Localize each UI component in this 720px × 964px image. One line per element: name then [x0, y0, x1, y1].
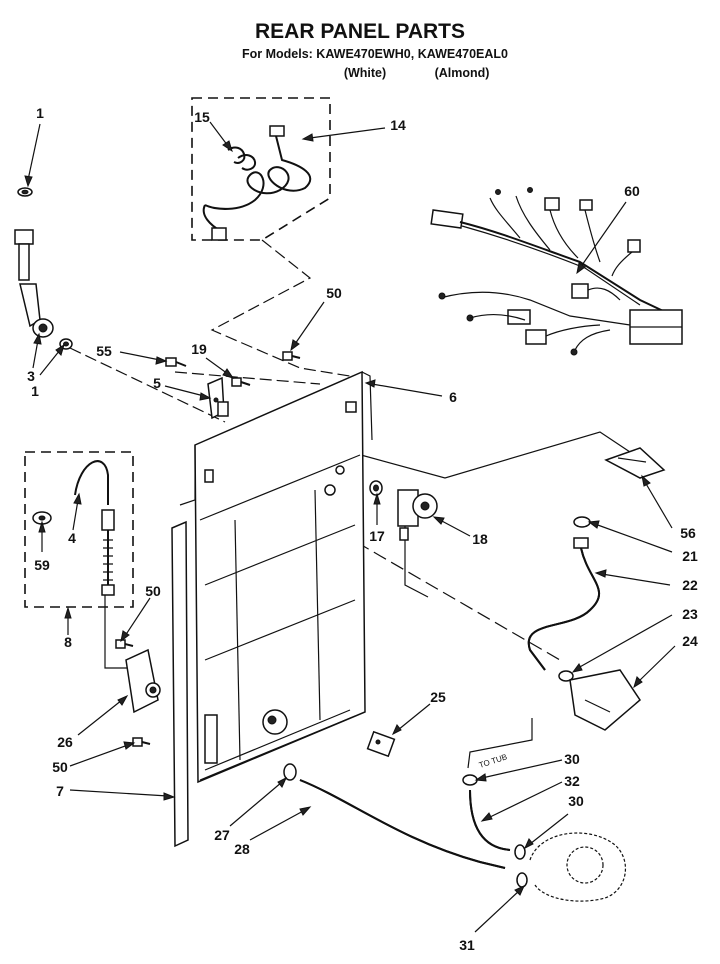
callout-7: 7	[56, 783, 64, 799]
part-19-screw	[231, 377, 251, 387]
part-21-clamp	[573, 516, 591, 528]
part-23-clamp	[558, 670, 574, 682]
part-27-clamp	[283, 763, 297, 781]
callout-22: 22	[682, 577, 698, 593]
callout-59: 59	[34, 557, 50, 573]
callout-32: 32	[564, 773, 580, 789]
callout-55: 55	[96, 343, 112, 359]
callout-18: 18	[472, 531, 488, 547]
callout-3: 3	[27, 368, 35, 384]
callout-50-mid: 50	[145, 583, 161, 599]
part-55-screw	[165, 357, 187, 367]
part-50-screw-low	[132, 737, 151, 747]
part-15-clip	[227, 146, 257, 171]
part-3-inlet-fitting	[14, 229, 54, 338]
page-title: REAR PANEL PARTS	[255, 20, 465, 43]
to-tub-label: TO TUB	[478, 752, 508, 770]
part-50-screw-mid	[115, 639, 134, 649]
callout-50-top: 50	[326, 285, 342, 301]
callout-1-top: 1	[36, 105, 44, 121]
color-white-label: (White)	[344, 66, 386, 80]
fill-hose-group-box	[24, 451, 134, 608]
callout-27: 27	[214, 827, 230, 843]
callout-24: 24	[682, 633, 698, 649]
callout-14: 14	[390, 117, 406, 133]
power-cord-group-box	[191, 97, 331, 241]
callout-arrows	[24, 121, 676, 933]
models-line: For Models: KAWE470EWH0, KAWE470EAL0	[242, 47, 508, 61]
part-60-wiring-harness	[430, 187, 683, 356]
part-26-water-valve	[125, 648, 161, 714]
callout-31: 31	[459, 937, 475, 953]
part-24-hose-bracket	[569, 669, 641, 731]
callout-15: 15	[194, 109, 210, 125]
part-25-plate	[366, 730, 396, 758]
callout-1-lower: 1	[31, 383, 39, 399]
part-50-screw-top	[282, 351, 301, 361]
part-18-pump-motor	[397, 489, 438, 541]
part-1-washer	[17, 187, 33, 197]
part-22-drain-hose	[527, 537, 601, 671]
part-30-clamp-top	[462, 774, 478, 786]
part-28-drain-hose	[299, 779, 506, 869]
part-6-rear-panel	[179, 370, 373, 784]
connection-lines	[69, 239, 631, 769]
callout-17: 17	[369, 528, 385, 544]
callout-5: 5	[153, 375, 161, 391]
callout-50-low: 50	[52, 759, 68, 775]
part-56-bracket	[604, 447, 666, 479]
color-almond-label: (Almond)	[435, 66, 490, 80]
callout-19: 19	[191, 341, 207, 357]
callout-56: 56	[680, 525, 696, 541]
callout-labels: 1 3 1 15 14 60 50 55 19 5 6 4 59 8 17 18…	[27, 105, 698, 953]
part-31-clamp	[516, 872, 528, 888]
part-4-fill-hose	[74, 460, 115, 596]
callout-4: 4	[68, 530, 76, 546]
part-7-side-rail	[171, 520, 189, 848]
callout-6: 6	[449, 389, 457, 405]
sump-housing	[529, 832, 626, 902]
part-32-hose	[469, 789, 511, 851]
callout-25: 25	[430, 689, 446, 705]
callout-28: 28	[234, 841, 250, 857]
part-14-power-cord	[202, 125, 312, 241]
callout-23: 23	[682, 606, 698, 622]
callout-30-lower: 30	[568, 793, 584, 809]
part-30-clamp-lower	[514, 844, 526, 860]
callout-21: 21	[682, 548, 698, 564]
callout-26: 26	[57, 734, 73, 750]
callout-30-top: 30	[564, 751, 580, 767]
callout-8: 8	[64, 634, 72, 650]
callout-60: 60	[624, 183, 640, 199]
part-17-grommet	[369, 480, 383, 496]
